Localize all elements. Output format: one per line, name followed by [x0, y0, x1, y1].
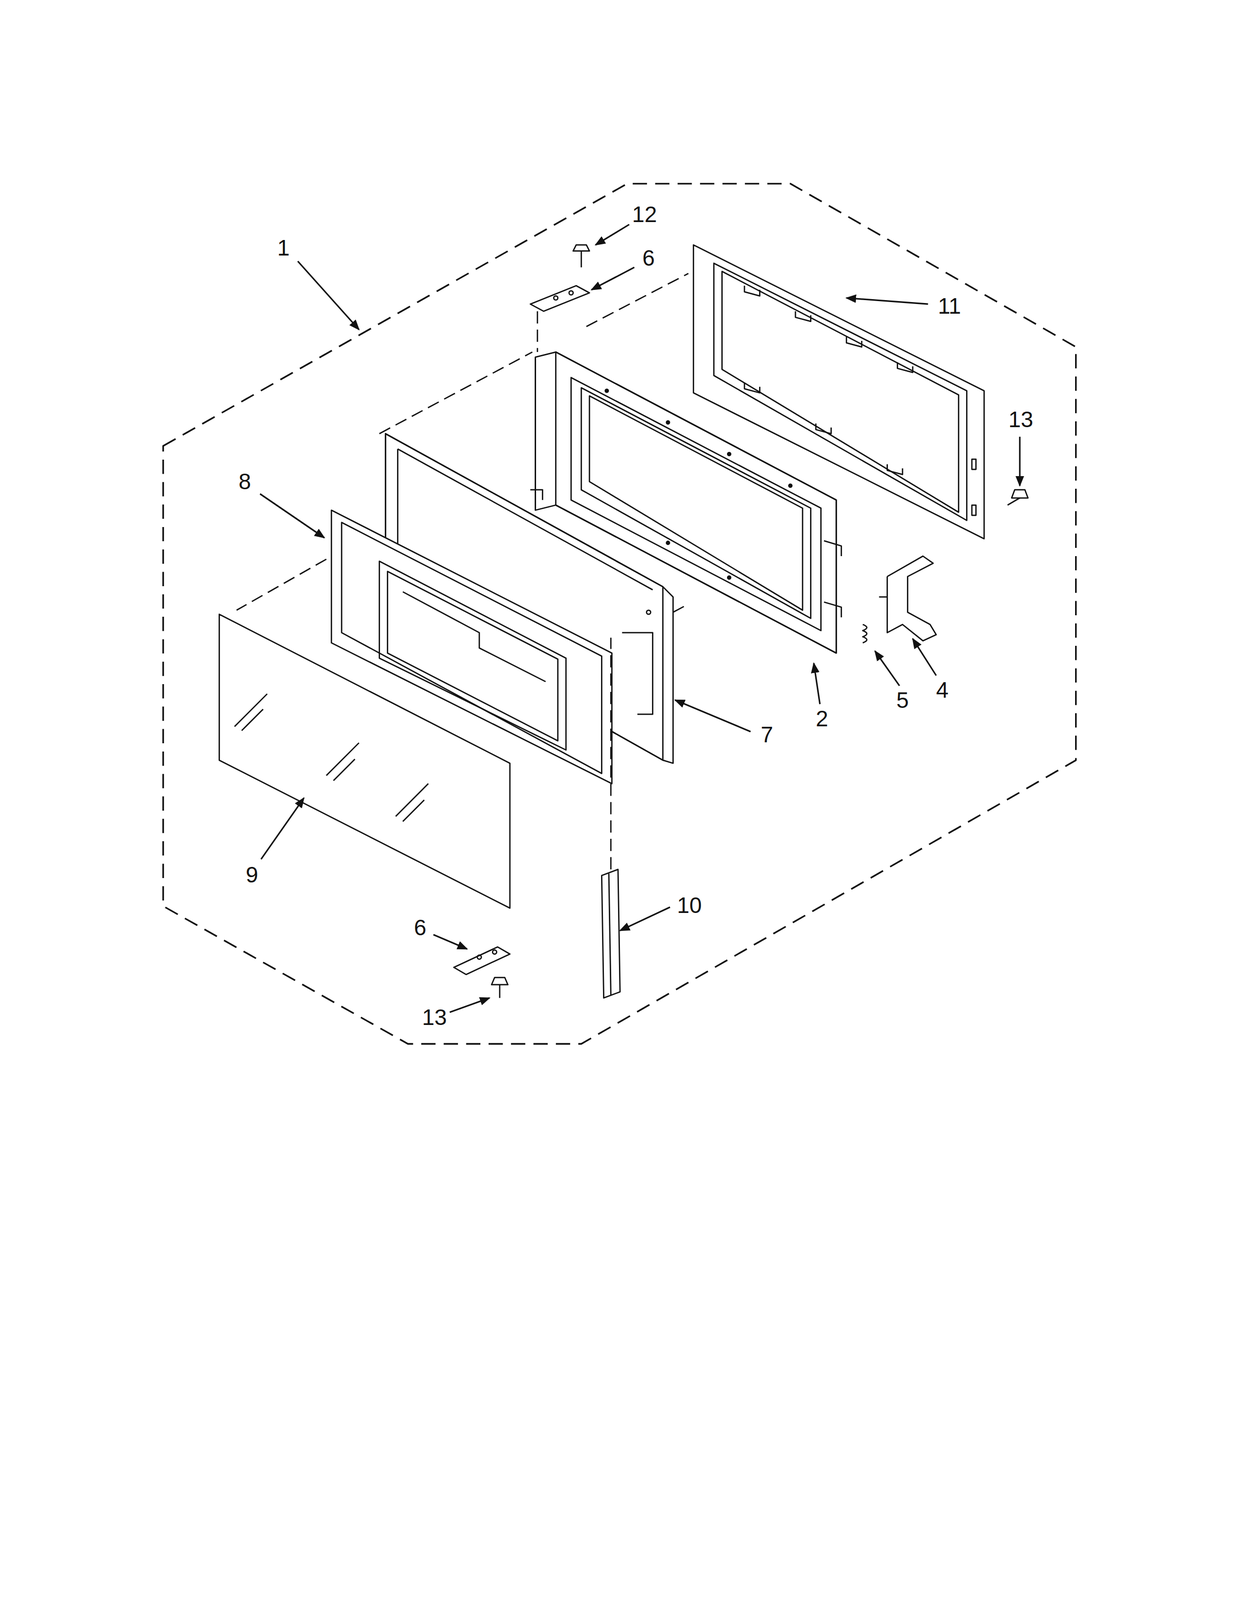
- alignment-line: [236, 273, 689, 870]
- screw: [572, 244, 590, 268]
- callout-number: 5: [894, 687, 911, 713]
- callout-number: 6: [412, 915, 429, 940]
- callout-number: 1: [275, 235, 292, 260]
- door-glass: [219, 614, 510, 908]
- callout-number: 7: [758, 722, 776, 747]
- callout-number: 8: [236, 469, 254, 494]
- hinge: [453, 946, 510, 975]
- callout-number: 10: [675, 892, 704, 918]
- callout-number: 2: [813, 706, 831, 731]
- assembly-boundary: [163, 183, 1077, 1044]
- latch-spring: [862, 624, 867, 643]
- screw: [491, 977, 508, 998]
- callout-number: 11: [935, 293, 964, 318]
- callout-number: 13: [420, 1004, 449, 1030]
- callout-number: 9: [243, 862, 261, 887]
- latch-lever: [879, 555, 937, 641]
- hinge: [530, 285, 590, 312]
- callout-number: 12: [630, 202, 659, 227]
- screw: [1007, 489, 1029, 506]
- callout-number: 6: [640, 245, 657, 270]
- door-strip: [601, 869, 620, 998]
- leader-arrows: [260, 224, 1020, 1013]
- callout-number: 4: [934, 677, 951, 702]
- callout-number: 13: [1006, 407, 1035, 432]
